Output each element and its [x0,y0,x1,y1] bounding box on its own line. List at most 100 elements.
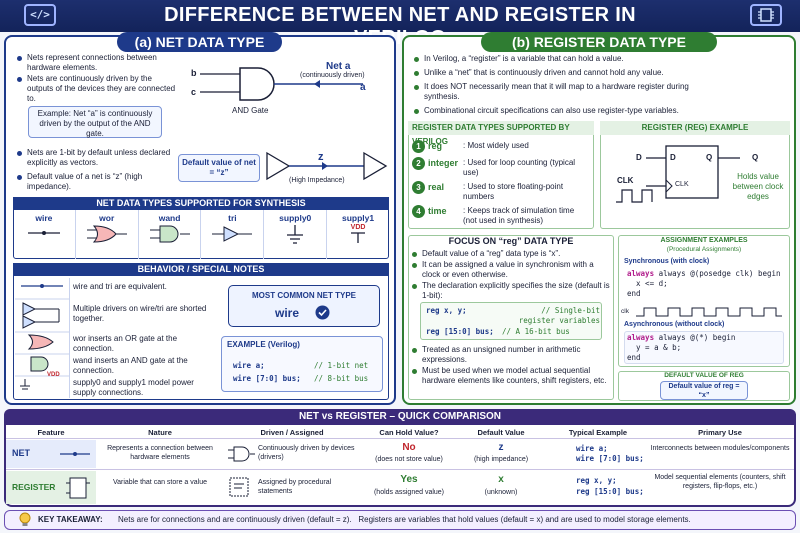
common-net-box [228,285,380,327]
net-bullet-1: Nets represent connections between hardw… [17,53,177,73]
type-supply0: supply0 [264,210,328,259]
type-tri: tri [201,210,265,259]
reg-type-desc-1: : Most widely used [463,141,529,150]
procedural-icon [229,477,249,497]
reg-example-header: REGISTER (REG) EXAMPLE [600,121,790,135]
col-hold: Can Hold Value? [379,428,439,437]
row-net-hold: No [402,442,416,453]
net-example-title: EXAMPLE (Verilog) [227,340,300,349]
col-use: Primary Use [698,428,742,437]
vdd-label: VDD [350,224,366,231]
row-reg-ex-1: reg x, y; [576,476,617,485]
ff-clk-in: CLK [617,176,634,185]
or-gate-icon [86,225,127,243]
behavior-text: wire and tri are equivalent. Multiple dr… [73,278,213,398]
row-divider [6,469,794,470]
col-nature: Nature [148,428,172,437]
focus-bullet-4: Treated as an unsigned number in arithme… [412,345,610,365]
row-net-use: Interconnects between modules/components [650,445,790,452]
row-net-hold-sub: (does not store value) [375,456,443,463]
and-gate-label: AND Gate [232,106,269,115]
focus-code-box [420,302,602,340]
reg-types-box [408,121,594,229]
type-wand: wand [139,210,202,259]
and-gate-diagram [200,67,363,101]
net-bullet-3: Nets are 1-bit by default unless declare… [17,148,177,168]
row-reg-hold: Yes [400,474,418,485]
ff-holds-note: Holds value between clock edges [732,172,784,201]
z-label: z [318,151,324,163]
ff-d: D [670,153,676,162]
input-c-label: c [191,87,197,97]
col-feature: Feature [37,428,65,437]
reg-bullet-1: In Verilog, a “register” is a variable t… [414,54,784,64]
net-types-header: NET DATA TYPES SUPPORTED FOR SYNTHESIS [13,197,389,210]
reg-type-name-2: integer [428,158,459,168]
behavior-vdd-label: VDD [47,372,60,378]
reg-type-desc-3: : Used to store floating-point numbers [463,182,564,201]
async-code: always always @(*) begin y = a & b;end [627,333,736,362]
behavior-item-4: wand inserts an AND gate at the connecti… [73,356,188,375]
focus-cmt-2: // A 16-bit bus [502,327,570,336]
col-default: Default Value [477,428,525,437]
behavior-header: BEHAVIOR / SPECIAL NOTES [13,263,389,276]
takeaway-box [4,510,796,530]
reg-bullet-2: Unlike a “net” that is continuously driv… [414,68,784,78]
net-bullet-2: Nets are continuously driven by the outp… [17,74,176,103]
ff-d-in: D [636,153,642,162]
focus-code-1: reg x, y; [426,306,467,315]
assign-sub: (Procedural Assignments) [666,246,742,253]
row-reg-default-sub: (unknown) [484,489,518,496]
behavior-item-5: supply0 and supply1 model power supply c… [73,378,194,397]
common-net-title: MOST COMMON NET TYPE [252,291,356,300]
focus-bullet-1: Default value of a “reg” data type is “x… [412,249,610,259]
row-reg-feature: REGISTER [12,482,56,492]
net-header: (a) NET DATA TYPE [117,32,282,52]
row-reg-nature: Variable that can store a value [112,479,208,486]
row-net-driven: Continuously driven by devices (drivers) [258,445,355,461]
hi-z-label: (High Impedance) [289,177,345,184]
assign-header: ASSIGNMENT EXAMPLES [660,237,748,244]
check-icon [315,305,330,320]
row-reg-default: x [498,474,504,485]
takeaway-label: KEY TAKEAWAY: [38,515,103,524]
code-icon: </> [24,4,56,26]
type-wor: wor [76,210,139,259]
net-a-sub: (continuously driven) [300,72,365,79]
reg-bullet-3: It does NOT necessarily mean that it wil… [414,82,724,102]
output-a-label: a [360,82,366,93]
vdd-icon [351,232,366,243]
clock-waveform [636,307,782,317]
net-types-row: wire wor wand tri supply0 supply1 VDD [13,210,389,259]
net-example-code-box [221,336,383,392]
buffer-icon [212,226,253,242]
title-bar [0,0,800,32]
focus-bullet-5: Must be used when we model actual sequen… [412,366,610,386]
tristate-buffer-diagram [266,151,388,181]
row-reg-hold-sub: (holds assigned value) [373,489,445,496]
net-bullet-4: Default value of a net is “z” (high impe… [17,172,177,192]
register-header: (b) REGISTER DATA TYPE [481,32,717,52]
col-driven: Driven / Assigned [260,428,324,437]
reg-types-header: REGISTER DATA TYPES SUPPORTED BY VERILOG [408,121,594,146]
reg-type-desc-2: : Used for loop counting (typical use) [463,158,576,177]
async-label: Asynchronous (without clock) [624,321,725,328]
focus-bullet-2: It can be assigned a value in synchronis… [412,260,610,280]
ground-icon [287,225,304,244]
reg-type-num-2: 2 [412,157,425,170]
net-code-line-1: wire a; [233,361,265,370]
row-net-nature: Represents a connection between hardware… [107,445,213,461]
row-reg-ex-2: reg [15:0] bus; [576,487,644,496]
comparison-table [4,409,796,507]
ff-q-out: Q [752,153,759,162]
behavior-item-3: wor inserts an OR gate at the connection… [73,334,178,353]
reg-type-name-4: time [428,206,447,216]
net-default-box: Default value of net = “z” [178,154,260,182]
clk-label: clk [621,308,629,315]
row-reg-use: Model sequential elements (counters, shi… [654,474,786,490]
table-divider [6,438,794,439]
ff-clk: CLK [675,181,689,188]
focus-header: FOCUS ON “reg” DATA TYPE [448,236,574,246]
reg-type-num-1: 1 [412,140,425,153]
sync-code: always always @(posedge clk) begin x <= … [627,269,781,298]
